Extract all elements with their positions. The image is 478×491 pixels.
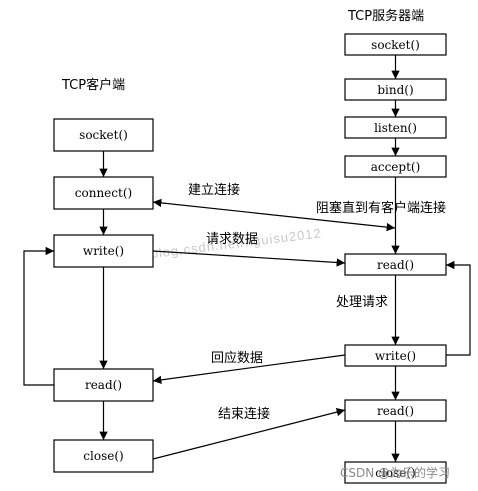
label-reply: 回应数据 <box>211 350 263 366</box>
client-write-box: write() <box>53 234 154 268</box>
client-write-label: write() <box>83 244 124 258</box>
arrow-request-data <box>152 250 346 267</box>
server-bind-label: bind() <box>377 83 413 97</box>
server-socket-label: socket() <box>371 38 420 52</box>
client-read-label: read() <box>85 378 122 392</box>
server-title: TCP服务器端 <box>347 8 424 24</box>
arrow-end-connection <box>152 408 346 460</box>
client-close-box: close() <box>53 439 154 473</box>
server-close-box: close() <box>344 461 447 484</box>
server-write-box: write() <box>344 344 447 367</box>
server-read2-box: read() <box>344 399 447 422</box>
server-listen-box: listen() <box>344 116 447 139</box>
label-request: 请求数据 <box>206 232 258 247</box>
server-accept-box: accept() <box>344 155 447 178</box>
server-read-box: read() <box>344 253 447 276</box>
label-end: 结束连接 <box>218 406 270 422</box>
server-listen-label: listen() <box>374 121 417 135</box>
arrow-reply-data <box>152 354 346 385</box>
client-title: TCP客户端 <box>61 77 125 93</box>
label-block: 阻塞直到有客户端连接 <box>316 200 446 216</box>
server-close-label: close() <box>375 466 415 480</box>
label-process: 处理请求 <box>336 295 388 310</box>
client-close-label: close() <box>83 449 123 463</box>
server-read-label: read() <box>377 258 414 272</box>
arrow-connect-handshake <box>152 198 396 232</box>
label-connect: 建立连接 <box>188 182 240 198</box>
client-socket-box: socket() <box>53 118 154 152</box>
arrow-server-loop <box>446 260 471 356</box>
server-socket-box: socket() <box>344 33 447 56</box>
server-bind-box: bind() <box>344 78 447 101</box>
arrow-client-loop <box>23 246 54 386</box>
server-read2-label: read() <box>377 404 414 418</box>
client-read-box: read() <box>53 368 154 402</box>
server-accept-label: accept() <box>371 160 421 174</box>
signature: CSDN @为乐的学习 <box>340 465 450 480</box>
client-socket-label: socket() <box>79 128 128 142</box>
client-connect-box: connect() <box>53 176 154 210</box>
server-write-label: write() <box>375 349 416 363</box>
client-connect-label: connect() <box>75 186 132 200</box>
